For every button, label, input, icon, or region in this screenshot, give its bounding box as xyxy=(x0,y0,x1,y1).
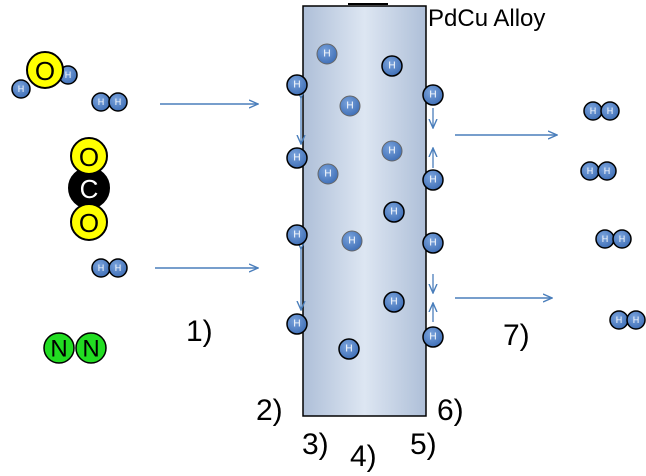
svg-text:H: H xyxy=(616,315,623,325)
n2-molecule: N N xyxy=(43,332,107,364)
h-atom: H xyxy=(317,163,339,185)
h-atom: H xyxy=(316,43,338,65)
h-atom: H xyxy=(286,224,308,246)
svg-text:O: O xyxy=(35,56,55,86)
h2-molecule-permeate-3: H H xyxy=(595,229,632,249)
h-atom: H xyxy=(341,230,363,252)
h-atom: H xyxy=(381,55,403,77)
svg-text:H: H xyxy=(619,234,626,244)
membrane-label: PdCu Alloy xyxy=(428,5,545,32)
step-label-4: 4) xyxy=(350,440,377,473)
water-molecule: H H O xyxy=(11,51,78,99)
svg-text:H: H xyxy=(429,332,436,343)
svg-text:H: H xyxy=(604,166,611,176)
step-label-7: 7) xyxy=(503,319,530,352)
svg-text:H: H xyxy=(390,207,397,218)
h-atom: H xyxy=(422,232,444,254)
h2-molecule-permeate-2: H H xyxy=(580,161,617,181)
svg-text:H: H xyxy=(65,70,72,80)
svg-text:H: H xyxy=(293,230,300,241)
h-atom: H xyxy=(286,313,308,335)
svg-text:H: H xyxy=(98,263,105,273)
svg-text:N: N xyxy=(82,336,99,363)
pdcu-membrane xyxy=(302,5,427,417)
svg-text:H: H xyxy=(293,153,300,164)
svg-text:H: H xyxy=(607,106,614,116)
h-atom: H xyxy=(383,291,405,313)
svg-text:H: H xyxy=(429,238,436,249)
svg-text:H: H xyxy=(115,97,122,107)
h-atom: H xyxy=(286,74,308,96)
step-label-3: 3) xyxy=(302,428,329,461)
svg-text:H: H xyxy=(590,106,597,116)
h2-molecule-feed-top: H H xyxy=(91,92,128,112)
svg-text:H: H xyxy=(587,166,594,176)
h2-molecule-feed-bottom: H H xyxy=(91,258,128,278)
step-label-2: 2) xyxy=(256,394,283,427)
svg-text:H: H xyxy=(115,263,122,273)
svg-text:H: H xyxy=(323,49,330,60)
h-atom: H xyxy=(383,201,405,223)
svg-text:N: N xyxy=(50,336,67,363)
h2-molecule-permeate-4: H H xyxy=(609,310,646,330)
svg-text:C: C xyxy=(80,174,99,204)
svg-text:H: H xyxy=(633,315,640,325)
svg-text:H: H xyxy=(388,61,395,72)
svg-text:H: H xyxy=(602,234,609,244)
svg-text:H: H xyxy=(429,90,436,101)
h-atom: H xyxy=(338,338,360,360)
svg-text:O: O xyxy=(79,208,99,238)
svg-text:H: H xyxy=(18,84,25,94)
svg-text:H: H xyxy=(388,146,395,157)
hydrogen-atoms: H H H H H H H H H H H H H H H H H xyxy=(286,43,444,360)
svg-text:H: H xyxy=(345,344,352,355)
h-atom: H xyxy=(286,147,308,169)
svg-text:H: H xyxy=(346,101,353,112)
h-atom: H xyxy=(381,140,403,162)
svg-text:O: O xyxy=(79,142,99,172)
svg-text:H: H xyxy=(348,236,355,247)
step-label-6: 6) xyxy=(437,394,464,427)
svg-text:H: H xyxy=(324,169,331,180)
svg-text:H: H xyxy=(429,175,436,186)
h-atom: H xyxy=(422,326,444,348)
svg-text:H: H xyxy=(98,97,105,107)
h-atom: H xyxy=(339,95,361,117)
svg-text:H: H xyxy=(390,297,397,308)
step-label-1: 1) xyxy=(186,315,213,348)
h-atom: H xyxy=(422,169,444,191)
svg-text:H: H xyxy=(293,319,300,330)
step-label-5: 5) xyxy=(410,428,437,461)
svg-text:H: H xyxy=(293,80,300,91)
h-atom: H xyxy=(422,84,444,106)
h2-molecule-permeate-1: H H xyxy=(583,101,620,121)
co2-molecule: C O O xyxy=(68,137,110,241)
